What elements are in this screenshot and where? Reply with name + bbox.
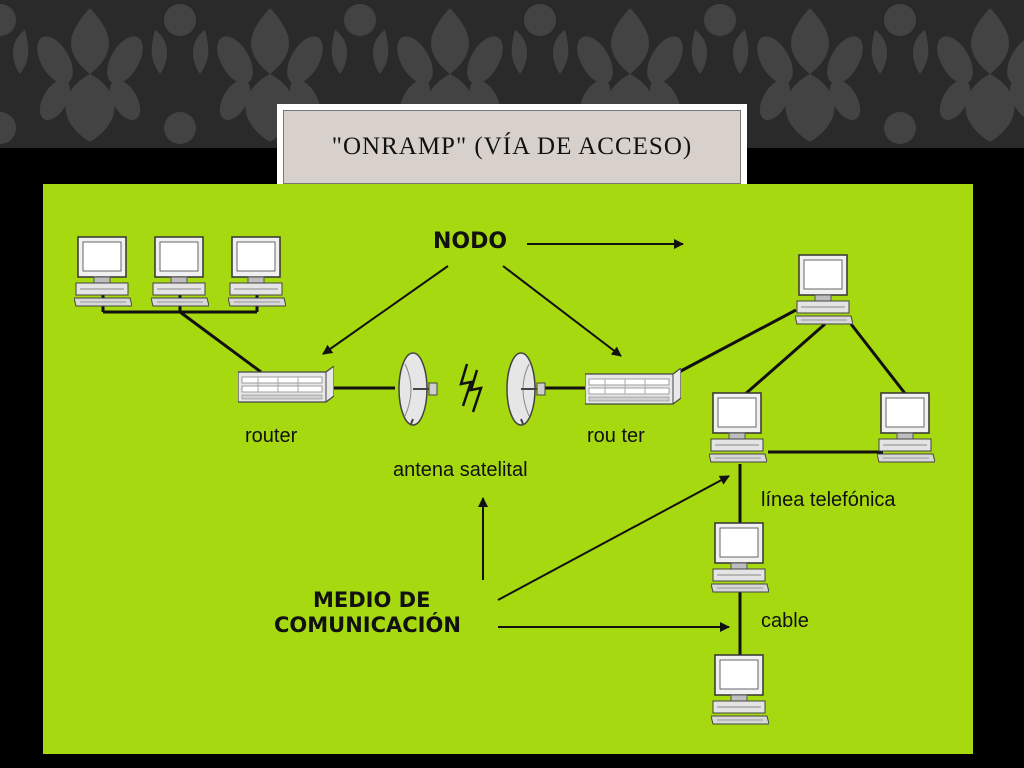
label-medio-line2: COMUNICACIÓN: [274, 612, 461, 637]
satellite-dish-icon: [506, 352, 546, 426]
label-linea: línea telefónica: [761, 489, 896, 511]
decorative-pattern-band: [0, 0, 1024, 148]
lan-wiring: [101, 294, 262, 374]
right-network-wiring: [678, 308, 909, 658]
label-medio-line1: MEDIO DE: [313, 588, 430, 612]
label-cable: cable: [761, 610, 809, 632]
title-inner: "ONRAMP" (VÍA DE ACCESO): [283, 110, 741, 184]
label-nodo: NODO: [433, 229, 507, 254]
title-box: "ONRAMP" (VÍA DE ACCESO): [277, 104, 747, 190]
annotation-arrows: [322, 239, 730, 632]
label-antena: antena satelital: [393, 459, 528, 481]
network-diagram: NODO router rou ter antena satelital lín…: [43, 184, 973, 754]
wireless-signal-icon: [459, 363, 483, 413]
satellite-dish-icon: [398, 352, 438, 426]
label-router-left: router: [245, 425, 298, 447]
slide-title: "ONRAMP" (VÍA DE ACCESO): [331, 133, 693, 160]
label-router-right: rou ter: [587, 425, 645, 447]
